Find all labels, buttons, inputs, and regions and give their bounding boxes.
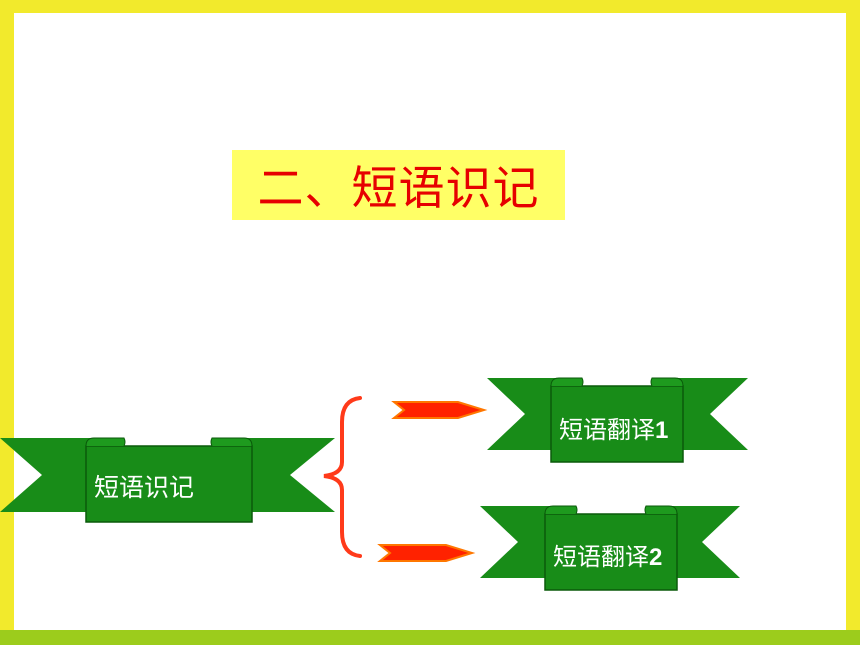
banner-root-right-curl bbox=[210, 437, 253, 447]
branch-1-number: 1 bbox=[655, 417, 669, 444]
banner-branch-1-label: 短语翻译1 bbox=[559, 410, 668, 445]
arrow-right-icon-bottom bbox=[377, 544, 476, 562]
banner-branch-2-right-tail bbox=[662, 506, 740, 578]
branch-2-label-text: 短语翻译 bbox=[553, 543, 649, 571]
page-title: 二、短语识记 bbox=[257, 161, 540, 215]
banner-branch-1-right-curl bbox=[650, 377, 684, 387]
banner-branch-2-left-tail bbox=[480, 506, 554, 578]
banner-root-left-curl bbox=[85, 437, 126, 447]
banner-branch-2-right-curl bbox=[644, 505, 678, 515]
branch-2-number: 2 bbox=[649, 544, 663, 571]
banner-branch-1-right-tail bbox=[668, 378, 748, 450]
title-box: 二、短语识记 bbox=[232, 150, 565, 220]
banner-branch-2-left-curl bbox=[544, 505, 578, 515]
banner-branch-2[interactable] bbox=[480, 505, 740, 591]
banner-root-left-tail bbox=[0, 438, 95, 512]
banner-root-right-tail bbox=[240, 438, 335, 512]
banner-root-label: 短语识记 bbox=[94, 468, 194, 504]
banner-branch-1-body bbox=[550, 385, 684, 463]
bottom-stripe bbox=[0, 630, 860, 645]
arrow-right-icon-top bbox=[391, 401, 488, 419]
banner-branch-1-left-tail bbox=[487, 378, 560, 450]
banner-branch-1[interactable] bbox=[487, 377, 748, 463]
root-label-text: 短语识记 bbox=[94, 473, 195, 502]
banner-root[interactable] bbox=[0, 437, 335, 523]
banner-branch-2-label: 短语翻译2 bbox=[553, 537, 662, 572]
branch-1-label-text: 短语翻译 bbox=[559, 416, 655, 444]
banner-branch-1-left-curl bbox=[550, 377, 584, 387]
banner-branch-2-body bbox=[544, 513, 678, 591]
banner-root-body bbox=[85, 445, 253, 523]
brace-icon bbox=[323, 396, 362, 558]
